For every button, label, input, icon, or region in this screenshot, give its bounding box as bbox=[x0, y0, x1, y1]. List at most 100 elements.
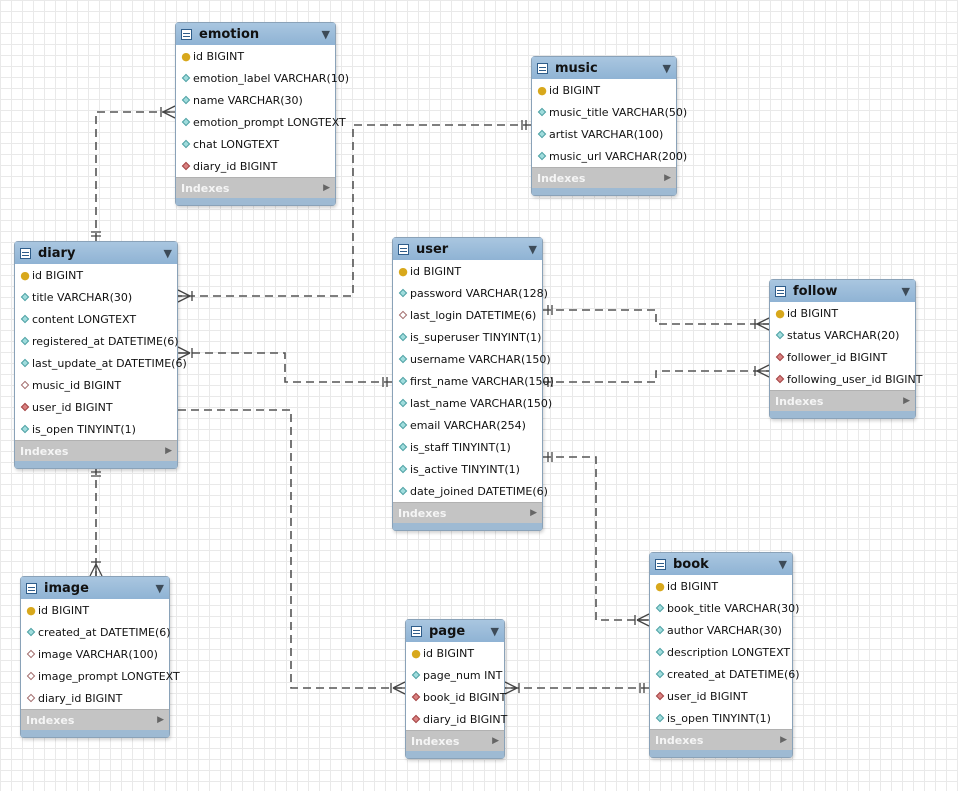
collapse-chevron-icon[interactable]: ▼ bbox=[901, 284, 910, 298]
column-row[interactable]: registered_at DATETIME(6) bbox=[15, 330, 179, 352]
indexes-section[interactable]: Indexes▶ bbox=[393, 502, 542, 530]
expand-arrow-icon[interactable]: ▶ bbox=[664, 173, 671, 183]
relationship-line[interactable] bbox=[543, 309, 769, 325]
column-row[interactable]: description LONGTEXT bbox=[650, 641, 792, 663]
column-row[interactable]: emotion_prompt LONGTEXT bbox=[176, 111, 346, 133]
expand-arrow-icon[interactable]: ▶ bbox=[157, 715, 164, 725]
column-row[interactable]: ●id BIGINT bbox=[406, 642, 504, 664]
column-row[interactable]: user_id BIGINT bbox=[650, 685, 792, 707]
expand-arrow-icon[interactable]: ▶ bbox=[492, 736, 499, 746]
collapse-chevron-icon[interactable]: ▼ bbox=[662, 61, 671, 75]
expand-arrow-icon[interactable]: ▶ bbox=[530, 508, 537, 518]
column-row[interactable]: date_joined DATETIME(6) bbox=[393, 480, 548, 502]
column-row[interactable]: music_id BIGINT bbox=[15, 374, 177, 396]
expand-arrow-icon[interactable]: ▶ bbox=[165, 446, 172, 456]
table-header[interactable]: music▼ bbox=[532, 57, 676, 79]
table-header[interactable]: page▼ bbox=[406, 620, 504, 642]
column-row[interactable]: ●id BIGINT bbox=[393, 260, 542, 282]
relationship-diary-image[interactable] bbox=[89, 467, 103, 577]
relationship-book-page[interactable] bbox=[504, 681, 649, 695]
relationship-diary-page[interactable] bbox=[168, 405, 406, 695]
column-row[interactable]: last_login DATETIME(6) bbox=[393, 304, 542, 326]
indexes-section[interactable]: Indexes▶ bbox=[770, 390, 915, 418]
indexes-section[interactable]: Indexes▶ bbox=[21, 709, 169, 737]
column-row[interactable]: diary_id BIGINT bbox=[21, 687, 169, 709]
column-row[interactable]: ●id BIGINT bbox=[21, 599, 169, 621]
indexes-section[interactable]: Indexes▶ bbox=[15, 440, 177, 468]
column-row[interactable]: image_prompt LONGTEXT bbox=[21, 665, 180, 687]
column-row[interactable]: author VARCHAR(30) bbox=[650, 619, 792, 641]
column-row[interactable]: first_name VARCHAR(150) bbox=[393, 370, 554, 392]
column-row[interactable]: ●id BIGINT bbox=[770, 302, 915, 324]
table-header[interactable]: diary▼ bbox=[15, 242, 177, 264]
relationship-line[interactable] bbox=[543, 370, 769, 383]
column-row[interactable]: ●id BIGINT bbox=[176, 45, 335, 67]
relationship-line[interactable] bbox=[178, 409, 405, 689]
column-row[interactable]: music_url VARCHAR(200) bbox=[532, 145, 687, 167]
relationship-line[interactable] bbox=[543, 456, 649, 621]
relationship-user-follow-following[interactable] bbox=[543, 364, 770, 387]
column-row[interactable]: book_title VARCHAR(30) bbox=[650, 597, 799, 619]
relationship-line[interactable] bbox=[178, 352, 392, 383]
expand-arrow-icon[interactable]: ▶ bbox=[323, 183, 330, 193]
relationship-user-diary[interactable] bbox=[177, 346, 392, 387]
column-row[interactable]: created_at DATETIME(6) bbox=[650, 663, 800, 685]
column-row[interactable]: is_open TINYINT(1) bbox=[650, 707, 792, 729]
column-row[interactable]: ●id BIGINT bbox=[650, 575, 792, 597]
column-row[interactable]: user_id BIGINT bbox=[15, 396, 177, 418]
column-row[interactable]: username VARCHAR(150) bbox=[393, 348, 551, 370]
indexes-section[interactable]: Indexes▶ bbox=[176, 177, 335, 205]
table-header[interactable]: emotion▼ bbox=[176, 23, 335, 45]
column-row[interactable]: follower_id BIGINT bbox=[770, 346, 915, 368]
column-row[interactable]: is_active TINYINT(1) bbox=[393, 458, 542, 480]
relationship-line[interactable] bbox=[95, 111, 175, 241]
relationship-user-follow-follower[interactable] bbox=[543, 305, 770, 331]
column-row[interactable]: title VARCHAR(30) bbox=[15, 286, 177, 308]
relationship-user-book[interactable] bbox=[543, 452, 650, 627]
column-row[interactable]: music_title VARCHAR(50) bbox=[532, 101, 687, 123]
column-row[interactable]: is_staff TINYINT(1) bbox=[393, 436, 542, 458]
column-row[interactable]: is_superuser TINYINT(1) bbox=[393, 326, 542, 348]
collapse-chevron-icon[interactable]: ▼ bbox=[155, 581, 164, 595]
table-header[interactable]: image▼ bbox=[21, 577, 169, 599]
column-row[interactable]: password VARCHAR(128) bbox=[393, 282, 548, 304]
collapse-chevron-icon[interactable]: ▼ bbox=[163, 246, 172, 260]
column-row[interactable]: chat LONGTEXT bbox=[176, 133, 335, 155]
expand-arrow-icon[interactable]: ▶ bbox=[780, 735, 787, 745]
column-row[interactable]: last_update_at DATETIME(6) bbox=[15, 352, 187, 374]
column-row[interactable]: ●id BIGINT bbox=[15, 264, 177, 286]
column-row[interactable]: following_user_id BIGINT bbox=[770, 368, 923, 390]
column-row[interactable]: artist VARCHAR(100) bbox=[532, 123, 676, 145]
column-row[interactable]: content LONGTEXT bbox=[15, 308, 177, 330]
column-row[interactable]: ●id BIGINT bbox=[532, 79, 676, 101]
table-header[interactable]: book▼ bbox=[650, 553, 792, 575]
collapse-chevron-icon[interactable]: ▼ bbox=[528, 242, 537, 256]
indexes-section[interactable]: Indexes▶ bbox=[650, 729, 792, 757]
column-row[interactable]: name VARCHAR(30) bbox=[176, 89, 335, 111]
column-row[interactable]: diary_id BIGINT bbox=[176, 155, 335, 177]
column-row[interactable]: is_open TINYINT(1) bbox=[15, 418, 177, 440]
column-row[interactable]: status VARCHAR(20) bbox=[770, 324, 915, 346]
column-row[interactable]: diary_id BIGINT bbox=[406, 708, 507, 730]
expand-arrow-icon[interactable]: ▶ bbox=[903, 396, 910, 406]
column-row[interactable]: emotion_label VARCHAR(10) bbox=[176, 67, 349, 89]
table-header[interactable]: follow▼ bbox=[770, 280, 915, 302]
relationship-diary-emotion[interactable] bbox=[91, 105, 176, 241]
column-row[interactable]: last_name VARCHAR(150) bbox=[393, 392, 552, 414]
column-row[interactable]: created_at DATETIME(6) bbox=[21, 621, 171, 643]
collapse-chevron-icon[interactable]: ▼ bbox=[490, 624, 499, 638]
indexes-section[interactable]: Indexes▶ bbox=[406, 730, 504, 758]
table-header[interactable]: user▼ bbox=[393, 238, 542, 260]
collapse-chevron-icon[interactable]: ▼ bbox=[778, 557, 787, 571]
column-row[interactable]: book_id BIGINT bbox=[406, 686, 506, 708]
indexes-section[interactable]: Indexes▶ bbox=[532, 167, 676, 195]
column-row[interactable]: email VARCHAR(254) bbox=[393, 414, 542, 436]
